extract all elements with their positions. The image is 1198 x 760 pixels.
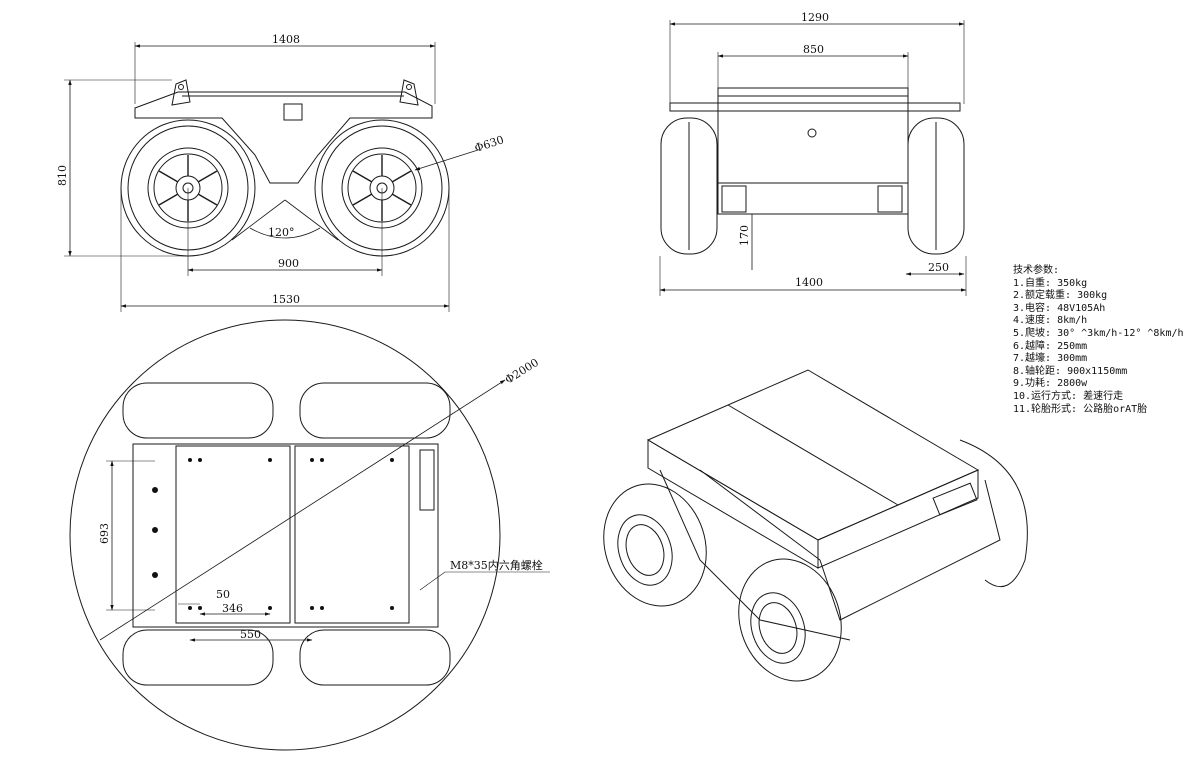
bolt-note: M8*35内六角螺栓	[450, 558, 543, 572]
right-lift-bracket	[399, 79, 419, 106]
dim-50: 50	[216, 588, 230, 601]
front-left-tire	[660, 117, 718, 255]
dim-850: 850	[803, 43, 824, 56]
spec-item: 7.越壕: 300mm	[1013, 353, 1088, 365]
top-chassis	[132, 443, 439, 628]
top-view	[69, 319, 550, 751]
iso-rear-left-wheel	[738, 558, 842, 682]
front-top-plate	[669, 102, 961, 112]
dim-810: 810	[56, 165, 69, 186]
front-view	[659, 20, 967, 296]
dim-900: 900	[278, 257, 299, 270]
iso-front-left-wheel	[603, 483, 707, 607]
dim-wheel-diameter: Φ630	[473, 133, 506, 155]
front-right-tire	[907, 117, 965, 255]
dim-1290: 1290	[801, 11, 829, 24]
dim-346: 346	[222, 602, 243, 615]
spec-item: 8.轴轮距: 900x1150mm	[1013, 365, 1128, 377]
spec-item: 5.爬坡: 30° ^3km/h-12° ^8km/h	[1013, 327, 1184, 339]
spec-item: 10.运行方式: 差速行走	[1013, 390, 1124, 402]
dim-turning-diameter: Φ2000	[503, 356, 541, 387]
dim-1408: 1408	[272, 33, 300, 46]
dim-170: 170	[738, 225, 751, 246]
dim-1400: 1400	[795, 276, 823, 289]
iso-right-wheel	[959, 439, 1028, 588]
spec-panel: 技术参数: 1.自重: 350kg 2.额定载重: 300kg 3.电容: 48…	[1013, 265, 1193, 416]
isometric-view	[603, 369, 1028, 682]
dim-693: 693	[98, 523, 111, 544]
turning-circle	[69, 319, 501, 751]
spec-title: 技术参数:	[1013, 265, 1060, 276]
spec-item: 6.越障: 250mm	[1013, 340, 1088, 352]
spec-item: 11.轮胎形式: 公路胎orAT胎	[1013, 403, 1148, 415]
spec-item: 4.速度: 8km/h	[1013, 315, 1088, 327]
side-view	[64, 42, 479, 312]
side-body-outline	[134, 91, 433, 184]
dim-1530: 1530	[272, 293, 300, 306]
left-lift-bracket	[171, 79, 191, 106]
spec-item: 9.功耗: 2800w	[1013, 378, 1088, 390]
dim-250: 250	[928, 261, 949, 274]
spec-item: 1.自重: 350kg	[1013, 277, 1088, 289]
dim-550: 550	[240, 628, 261, 641]
side-access-panel	[283, 103, 303, 121]
spec-item: 2.额定载重: 300kg	[1013, 290, 1108, 302]
dim-angle: 120°	[268, 226, 295, 239]
spec-item: 3.电容: 48V105Ah	[1013, 302, 1106, 314]
